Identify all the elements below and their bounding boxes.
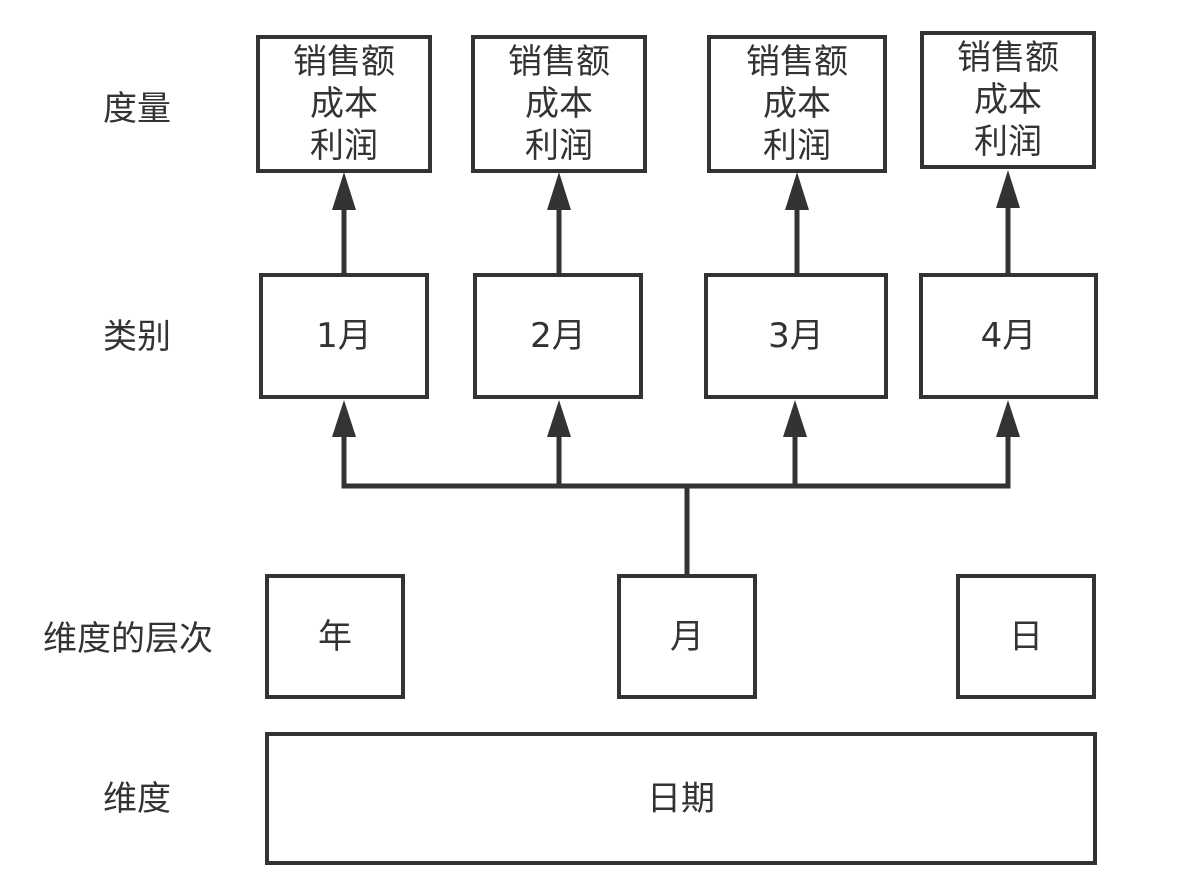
row-label-categories: 类别: [103, 317, 171, 357]
arrow-up-icon: [332, 400, 356, 437]
category-box-1: 1月: [259, 273, 429, 399]
hierarchy-label: 年: [318, 616, 352, 657]
hierarchy-box-year: 年: [265, 574, 405, 699]
dimension-box: 日期: [265, 732, 1097, 865]
arrow-up-icon: [785, 172, 809, 210]
row-label-dimension: 维度: [103, 779, 171, 819]
arrow-up-icon: [332, 172, 356, 210]
measure-sales: 销售额: [508, 42, 610, 82]
measure-cost: 成本: [310, 84, 378, 124]
measure-sales: 销售额: [293, 42, 395, 82]
measure-profit: 利润: [525, 126, 593, 166]
measure-sales: 销售额: [746, 42, 848, 82]
arrow-up-icon: [783, 400, 807, 437]
category-box-2: 2月: [473, 273, 643, 399]
arrow-up-icon: [996, 170, 1020, 208]
hierarchy-label: 日: [1009, 616, 1043, 657]
measure-profit: 利润: [974, 122, 1042, 162]
category-label: 4月: [980, 316, 1037, 356]
arrow-up-icon: [547, 400, 571, 437]
dimension-label: 日期: [647, 778, 715, 819]
category-label: 3月: [768, 316, 824, 356]
category-label: 2月: [530, 316, 586, 356]
hierarchy-box-month: 月: [617, 574, 757, 699]
row-label-hierarchy: 维度的层次: [43, 619, 213, 659]
measure-box-3: 销售额 成本 利润: [707, 35, 887, 173]
hierarchy-box-day: 日: [956, 574, 1096, 699]
measure-box-2: 销售额 成本 利润: [471, 35, 647, 173]
arrow-up-icon: [547, 172, 571, 210]
measure-profit: 利润: [763, 126, 831, 166]
arrow-up-icon: [996, 400, 1020, 437]
category-box-3: 3月: [704, 273, 888, 399]
measure-cost: 成本: [763, 84, 831, 124]
measure-box-1: 销售额 成本 利润: [256, 35, 432, 173]
category-label: 1月: [316, 316, 372, 356]
measure-cost: 成本: [525, 84, 593, 124]
row-label-measures: 度量: [103, 89, 171, 129]
measure-sales: 销售额: [957, 38, 1059, 78]
hierarchy-label: 月: [670, 616, 704, 657]
measure-profit: 利润: [310, 126, 378, 166]
category-box-4: 4月: [919, 273, 1098, 399]
measure-cost: 成本: [974, 80, 1042, 120]
measure-box-4: 销售额 成本 利润: [920, 31, 1096, 169]
